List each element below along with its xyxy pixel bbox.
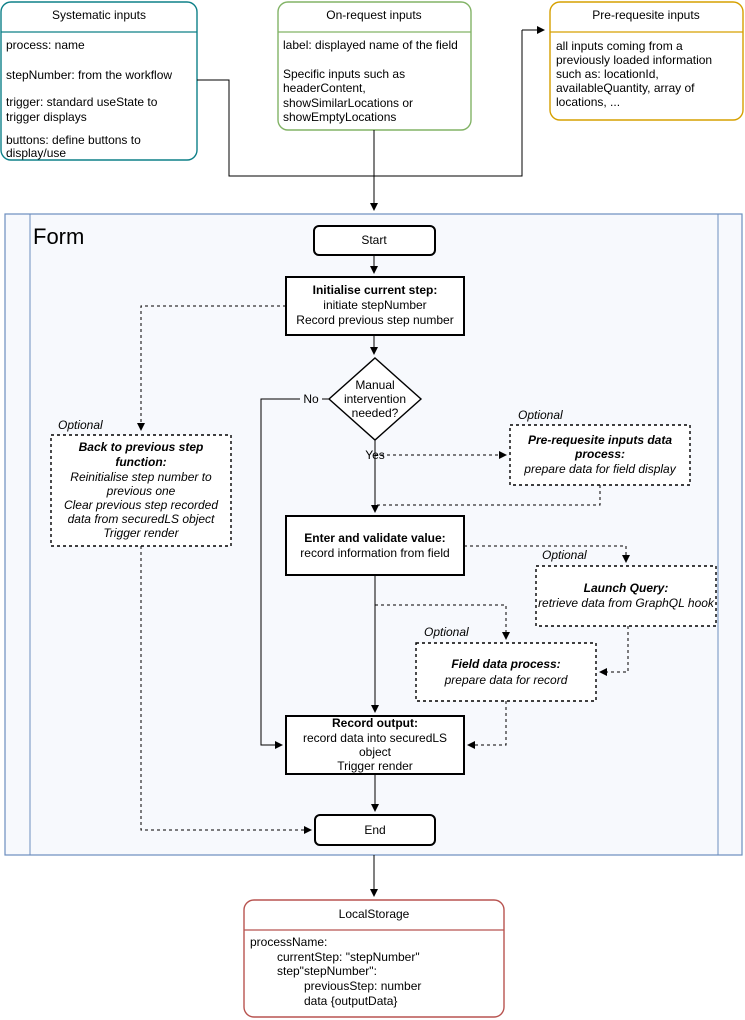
prereq-process-title-1: Pre-requesite inputs data — [528, 433, 672, 447]
prerequisite-inputs-box: Pre-requesite inputs all inputs coming f… — [549, 1, 744, 121]
init-step-title: Initialise current step: — [313, 283, 438, 297]
prereq-process-title-2: process: — [574, 447, 625, 461]
localstorage-box: LocalStorage processName: currentStep: "… — [243, 899, 505, 1018]
launch-query-title: Launch Query: — [584, 581, 669, 595]
back-step-line-3: Clear previous step recorded — [64, 498, 218, 512]
on-request-line-3: headerContent, — [283, 81, 366, 95]
on-request-inputs-box: On-request inputs label: displayed name … — [277, 1, 472, 131]
prereq-process-optional-label: Optional — [518, 408, 563, 422]
back-step-line-2: previous one — [106, 484, 176, 498]
systematic-line-2: stepNumber: from the workflow — [6, 68, 172, 82]
localstorage-line-3: step"stepNumber": — [277, 964, 377, 978]
back-step-optional-label: Optional — [58, 418, 103, 432]
on-request-line-1: label: displayed name of the field — [283, 38, 458, 52]
localstorage-title: LocalStorage — [339, 907, 410, 921]
systematic-inputs-title: Systematic inputs — [52, 8, 146, 22]
back-step-title-2: function: — [115, 455, 166, 469]
input-connectors — [197, 26, 545, 211]
prerequisite-inputs-title: Pre-requesite inputs — [592, 8, 699, 22]
end-node: End — [314, 814, 436, 846]
systematic-inputs-box: Systematic inputs process: name stepNumb… — [0, 1, 198, 161]
record-output-line-3: Trigger render — [337, 759, 413, 773]
localstorage-line-1: processName: — [250, 935, 327, 949]
prereq-process-line-1: prepare data for field display — [523, 462, 676, 476]
decision-no-label: No — [303, 392, 319, 406]
launch-query-node: Optional Launch Query: retrieve data fro… — [535, 548, 717, 627]
decision-line-2: intervention — [344, 392, 406, 406]
record-output-line-1: record data into securedLS — [303, 731, 447, 745]
systematic-line-1: process: name — [6, 38, 85, 52]
back-step-line-1: Reinitialise step number to — [70, 470, 212, 484]
localstorage-line-5: data {outputData} — [304, 994, 397, 1008]
prerequisite-line-3: such as: locationId, — [556, 67, 659, 81]
field-process-title: Field data process: — [451, 657, 560, 671]
init-step-node: Initialise current step: initiate stepNu… — [285, 276, 465, 336]
record-output-line-2: object — [359, 745, 392, 759]
prereq-process-node: Optional Pre-requesite inputs data proce… — [509, 408, 691, 486]
manual-intervention-decision: Manual intervention needed? — [327, 357, 423, 441]
on-request-line-5: showEmptyLocations — [283, 110, 396, 124]
flow-edges: No Yes — [137, 255, 630, 834]
enter-validate-title: Enter and validate value: — [304, 531, 445, 545]
back-step-title-1: Back to previous step — [79, 440, 204, 454]
systematic-line-4: trigger displays — [6, 110, 87, 124]
back-step-line-5: Trigger render — [103, 526, 179, 540]
systematic-line-6: display/use — [6, 146, 66, 160]
record-output-node: Record output: record data into securedL… — [285, 715, 465, 775]
init-step-line-2: Record previous step number — [296, 313, 453, 327]
decision-line-1: Manual — [355, 378, 394, 392]
prerequisite-line-2: previously loaded information — [556, 53, 712, 67]
systematic-line-5: buttons: define buttons to — [6, 133, 141, 147]
prerequisite-line-5: locations, ... — [556, 95, 620, 109]
decision-line-3: needed? — [352, 406, 399, 420]
prerequisite-line-4: availableQuantity, array of — [556, 81, 695, 95]
back-to-previous-step-node: Optional Back to previous step function:… — [50, 418, 232, 547]
field-data-process-node: Optional Field data process: prepare dat… — [415, 625, 597, 702]
launch-query-line-1: retrieve data from GraphQL hook — [538, 596, 715, 610]
decision-yes-label: Yes — [365, 448, 385, 462]
prerequisite-line-1: all inputs coming from a — [556, 39, 683, 53]
launch-query-optional-label: Optional — [542, 548, 587, 562]
on-request-line-4: showSimilarLocations or — [283, 96, 413, 110]
record-output-title: Record output: — [332, 716, 418, 730]
field-process-line-1: prepare data for record — [444, 673, 568, 687]
systematic-line-3: trigger: standard useState to — [6, 95, 158, 109]
localstorage-line-4: previousStep: number — [304, 979, 421, 993]
on-request-inputs-title: On-request inputs — [326, 8, 421, 22]
enter-validate-line-1: record information from field — [300, 546, 449, 560]
on-request-line-2: Specific inputs such as — [283, 67, 405, 81]
start-node: Start — [313, 225, 436, 256]
back-step-line-4: data from securedLS object — [68, 512, 215, 526]
end-label: End — [364, 823, 385, 837]
field-process-optional-label: Optional — [424, 625, 469, 639]
enter-validate-node: Enter and validate value: record informa… — [285, 515, 465, 576]
start-label: Start — [361, 233, 387, 247]
form-title: Form — [33, 224, 84, 249]
init-step-line-1: initiate stepNumber — [323, 298, 426, 312]
localstorage-line-2: currentStep: "stepNumber" — [277, 950, 420, 964]
